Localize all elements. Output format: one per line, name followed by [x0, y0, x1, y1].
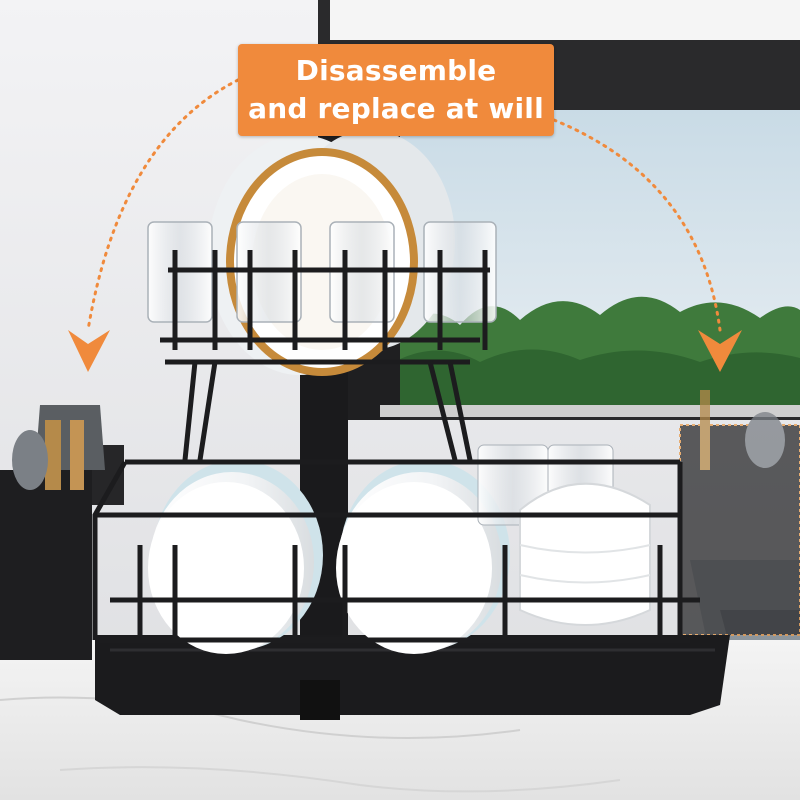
dotted-curved-arrow-right-icon — [552, 118, 742, 372]
upper-rack — [160, 250, 490, 461]
bowls-stack — [477, 444, 651, 626]
lower-rack — [92, 459, 700, 643]
banner-line-1: Disassemble — [295, 54, 497, 87]
utensil-holder-left — [0, 405, 124, 660]
feature-banner: Disassemble and replace at will — [238, 44, 554, 136]
banner-line-2: and replace at will — [248, 92, 544, 125]
window — [318, 0, 800, 420]
dotted-curved-arrow-left-icon — [68, 78, 240, 372]
